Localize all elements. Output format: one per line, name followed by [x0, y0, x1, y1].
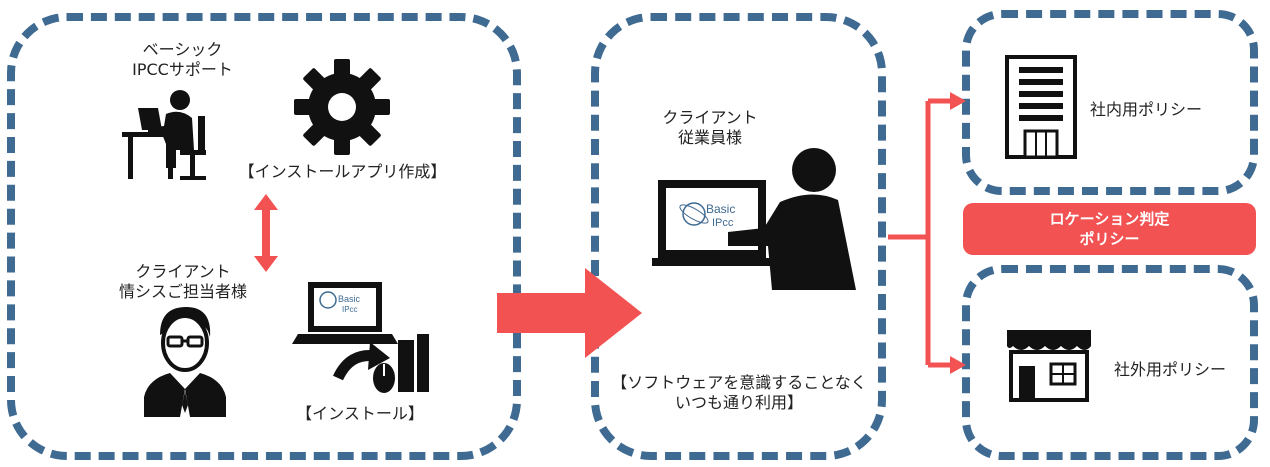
- laptop-install-icon: Basic IPcc: [292, 282, 429, 393]
- client-employee-label: クライアント 従業員様: [662, 108, 758, 147]
- pc-logo-word2: IPcc: [712, 217, 734, 229]
- location-policy-badge: ロケーション判定 ポリシー: [963, 203, 1256, 255]
- gear-icon: [294, 59, 390, 155]
- install-logo-word1: Basic: [338, 294, 361, 304]
- client-it-staff-label: クライアント 情シスご担当者様: [118, 262, 247, 301]
- businessman-icon: [144, 307, 226, 417]
- branch-connector: [888, 92, 966, 374]
- create-install-app-label: 【インストールアプリ作成】: [238, 162, 447, 181]
- install-label: 【インストール】: [296, 404, 424, 423]
- install-logo-word2: IPcc: [342, 305, 358, 314]
- pc-logo-word1: Basic: [706, 202, 735, 216]
- office-building-icon: [1005, 55, 1077, 159]
- person-at-desk-icon: [122, 90, 206, 180]
- usage-label: 【ソフトウェアを意識することなく いつも通り利用】: [611, 373, 867, 412]
- basic-ipcc-support-label: ベーシック IPCCサポート: [132, 40, 233, 79]
- internal-policy-label: 社内用ポリシー: [1090, 100, 1203, 119]
- bidirectional-arrow-icon: [254, 194, 278, 272]
- employee-using-pc-icon: Basic IPcc: [652, 148, 856, 290]
- external-policy-label: 社外用ポリシー: [1114, 360, 1227, 379]
- storefront-icon: [1007, 330, 1091, 402]
- flow-arrow-icon: [497, 268, 642, 358]
